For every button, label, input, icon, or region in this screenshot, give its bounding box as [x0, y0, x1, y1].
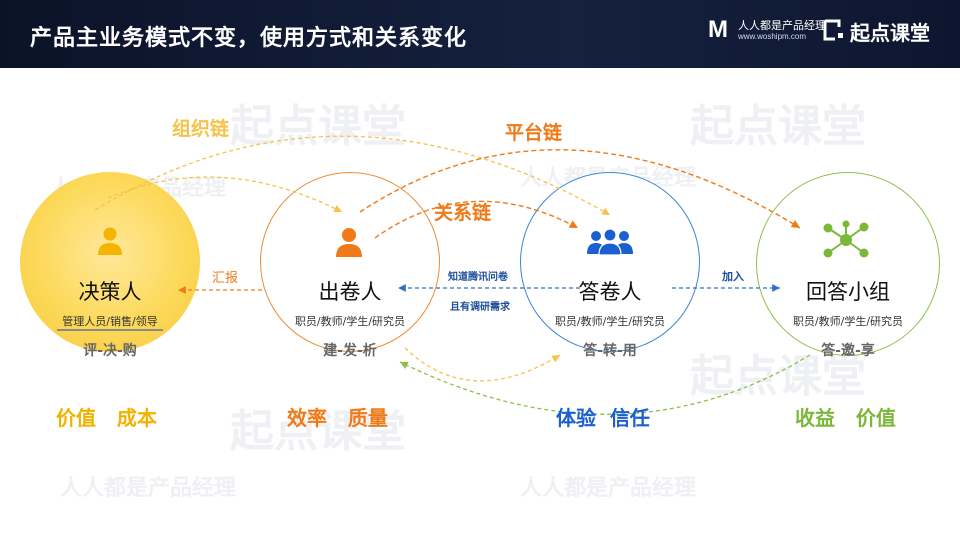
brand-url: www.woshipm.com: [738, 32, 807, 41]
node-verbs: 答-邀-享: [821, 343, 875, 359]
join-label: 加入: [722, 270, 744, 283]
relationship-chain-label: 关系链: [434, 202, 492, 224]
value-a: 效率: [287, 406, 327, 430]
woshipm-logo: M: [708, 16, 728, 43]
person-icon: [98, 227, 122, 255]
node-roles: 管理人员/销售/领导: [62, 315, 158, 328]
node-name: 回答小组: [806, 280, 890, 304]
value-b: 价值: [855, 406, 896, 430]
header-bar: 产品主业务模式不变，使用方式和关系变化 M 人人都是产品经理 www.woshi…: [0, 0, 960, 68]
org-chain-label: 组织链: [172, 118, 230, 140]
node-roles: 职员/教师/学生/研究员: [792, 315, 904, 328]
value-a: 体验: [556, 406, 596, 430]
node-verbs: 建-发-析: [323, 343, 377, 359]
node-name: 出卷人: [318, 280, 382, 304]
node-verbs: 评-决-购: [83, 343, 137, 359]
node-roles: 职员/教师/学生/研究员: [554, 315, 666, 328]
know-label-line1: 知道腾讯问卷: [448, 272, 508, 283]
node-circle-decision-maker: [20, 172, 200, 352]
node-circle-survey-creator: [260, 172, 440, 352]
node-circle-answer-group: [756, 172, 940, 356]
org-chain-arrow-1: [107, 176, 343, 213]
person-icon: [336, 228, 362, 257]
value-label-decision-maker: 价值 成本: [56, 402, 157, 431]
creator-to-respondent-lower-arrow: [404, 347, 561, 382]
report-label: 汇报: [212, 271, 239, 286]
node-verbs: 答-转-用: [583, 343, 637, 359]
value-label-survey-creator: 效率 质量: [287, 402, 388, 431]
brand-name: 人人都是产品经理: [738, 19, 826, 32]
value-a: 价值: [56, 406, 96, 430]
node-roles: 职员/教师/学生/研究员: [294, 315, 406, 328]
network-icon: [823, 220, 869, 258]
node-circle-respondent: [520, 172, 700, 352]
node-name: 决策人: [78, 280, 142, 304]
group-icon: [587, 228, 633, 256]
platform-chain-arrow: [359, 149, 801, 229]
node-name: 答卷人: [578, 280, 642, 304]
brand-qidian-name: 起点课堂: [850, 21, 930, 45]
group-to-creator-lower-arrow: [399, 354, 811, 415]
value-b: 质量: [347, 406, 388, 430]
relationship-chain-arrow: [374, 200, 579, 239]
brand-woshipm: M 人人都是产品经理 www.woshipm.com: [708, 16, 828, 52]
brand-qidian: 起点课堂: [822, 14, 954, 50]
roles-underline: [57, 329, 163, 331]
know-label-line2: 且有调研需求: [450, 302, 510, 313]
value-b: 信任: [609, 406, 650, 430]
page-title: 产品主业务模式不变，使用方式和关系变化: [30, 26, 468, 51]
qidian-logo-icon: [823, 19, 843, 41]
platform-chain-label: 平台链: [505, 122, 563, 144]
value-b: 成本: [116, 406, 157, 430]
org-chain-arrow-2: [94, 135, 611, 216]
value-a: 收益: [795, 406, 835, 430]
value-label-answer-group: 收益 价值: [795, 402, 896, 431]
value-label-respondent: 体验 信任: [556, 402, 650, 431]
